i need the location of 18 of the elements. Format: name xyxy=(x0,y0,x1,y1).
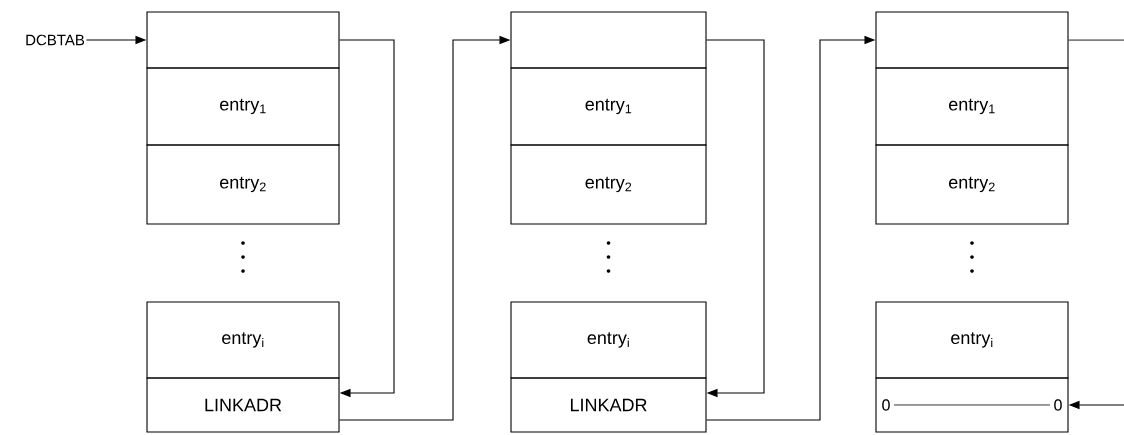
table-cell: entry$_{2}$ xyxy=(510,144,707,225)
table-cell: LINKADR xyxy=(510,377,707,433)
table-cell: entry$_{1}$ xyxy=(146,67,340,146)
table-cell: entry$_{1}$ xyxy=(875,67,1069,146)
table-cell xyxy=(146,11,340,69)
table-cell: 0 0 xyxy=(875,377,1069,433)
pointer-label: DCBTAB xyxy=(26,34,85,46)
table-cell: LINKADR xyxy=(146,377,340,433)
arrow xyxy=(706,39,765,398)
table-cell: entry$_{i}$ xyxy=(146,301,340,379)
table-cell: entry$_{i}$ xyxy=(875,301,1069,379)
table-cell xyxy=(875,11,1069,69)
table-cell: entry$_{1}$ xyxy=(510,67,707,146)
table-cell: entry$_{i}$ xyxy=(510,301,707,379)
table-cell: entry$_{2}$ xyxy=(146,144,340,225)
table-cell: entry$_{2}$ xyxy=(875,144,1069,225)
arrow xyxy=(339,39,395,398)
table-cell xyxy=(510,11,707,69)
